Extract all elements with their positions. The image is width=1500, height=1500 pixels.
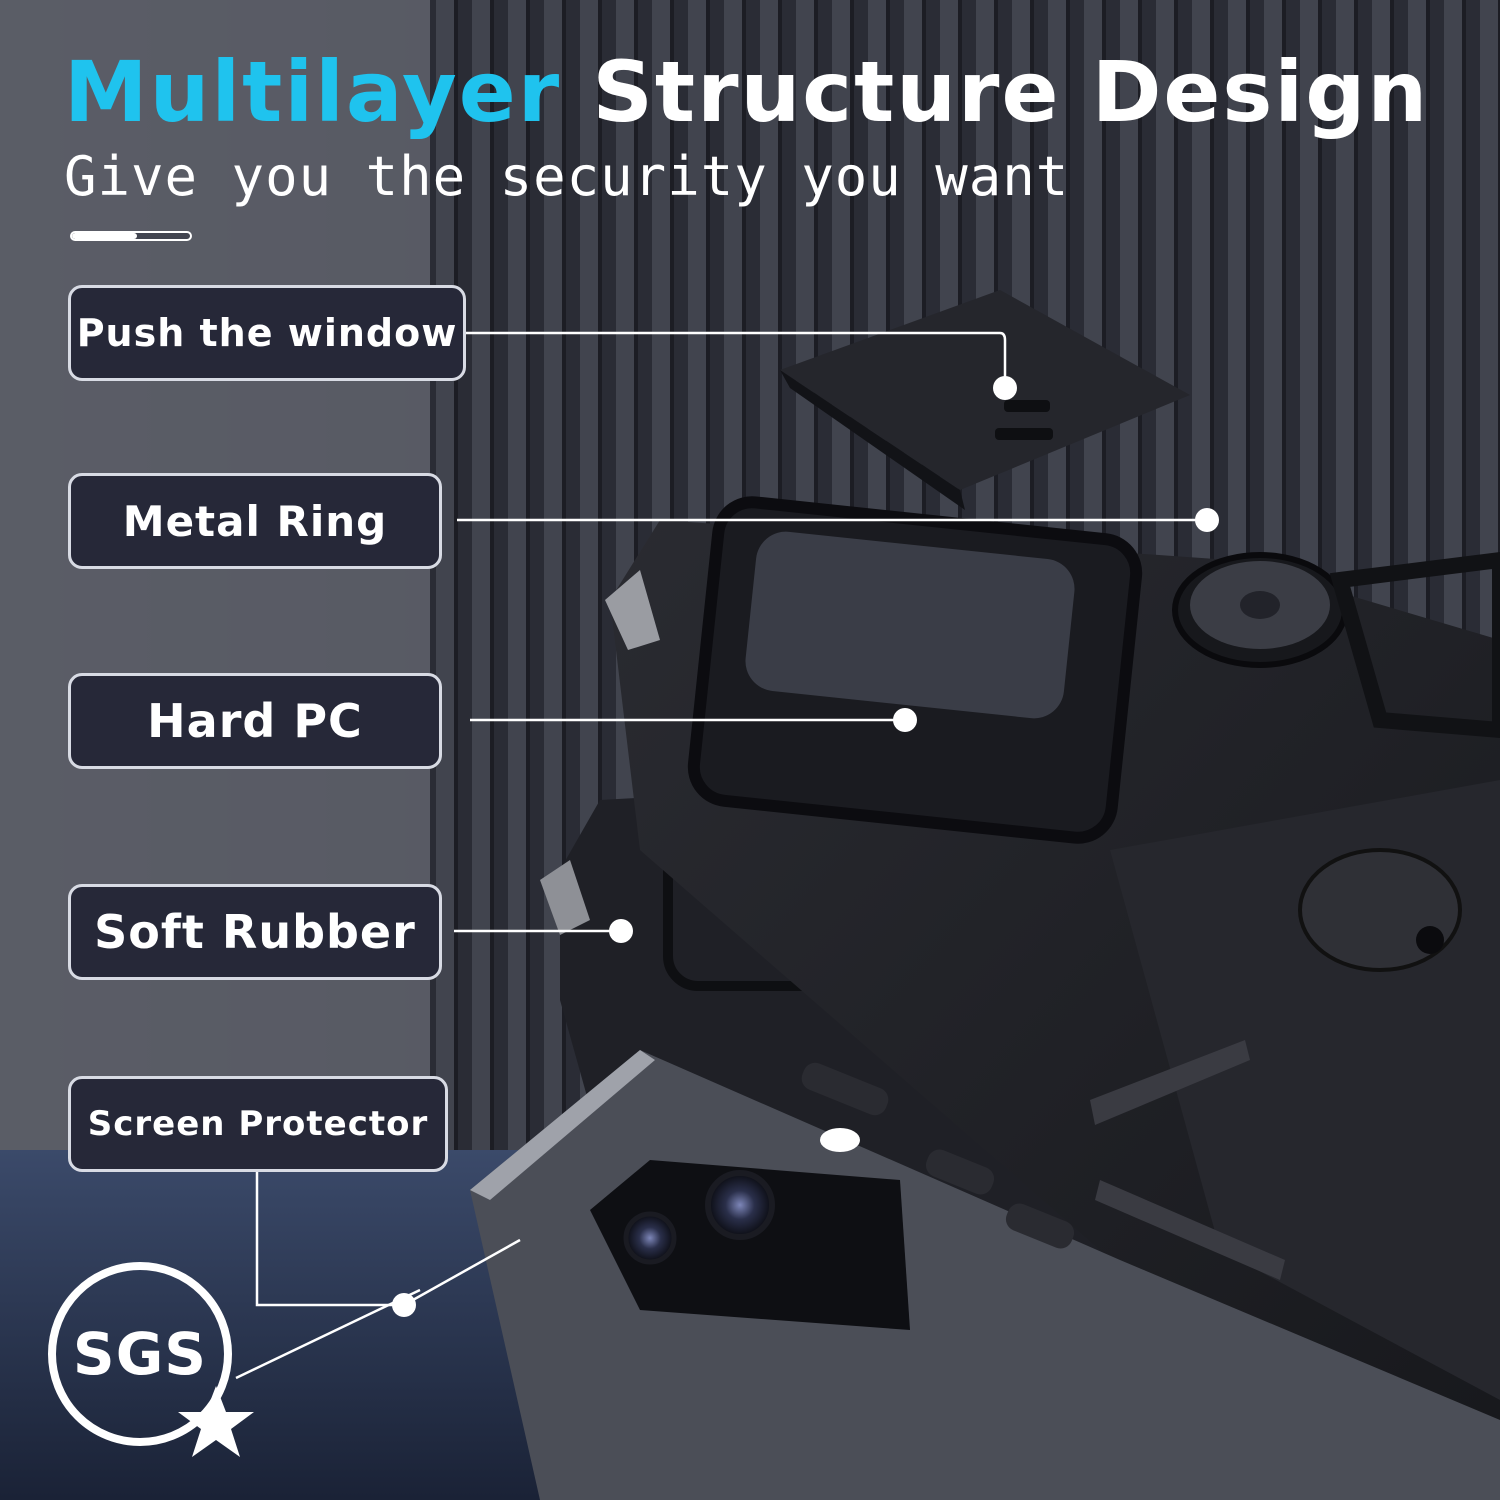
star-icon <box>178 1386 254 1457</box>
leader-dots <box>392 376 1219 1317</box>
sgs-badge-text: SGS <box>72 1320 208 1388</box>
layer-label-screen-protector: Screen Protector <box>68 1076 448 1172</box>
sgs-badge: SGS <box>48 1262 232 1446</box>
headline: Multilayer Structure Design <box>64 50 1429 134</box>
camera-lens-secondary <box>623 1211 677 1265</box>
push-window-slider <box>780 290 1190 510</box>
hard-pc-case <box>605 496 1500 1500</box>
headline-rest: Structure Design <box>561 43 1430 141</box>
subheadline: Give you the security you want <box>64 145 1070 208</box>
headline-accent: Multilayer <box>64 43 562 141</box>
layer-label-hard-pc: Hard PC <box>68 673 442 769</box>
metal-ring-holder <box>1172 551 1500 739</box>
layer-label-soft-rubber: Soft Rubber <box>68 884 442 980</box>
camera-lens-main <box>705 1170 775 1240</box>
phone-body <box>470 1050 1500 1500</box>
progress-indicator <box>70 231 192 241</box>
progress-indicator-fill <box>72 233 137 239</box>
layer-label-push-window: Push the window <box>68 285 466 381</box>
leader-lines <box>235 331 1205 1380</box>
layer-label-metal-ring: Metal Ring <box>68 473 442 569</box>
